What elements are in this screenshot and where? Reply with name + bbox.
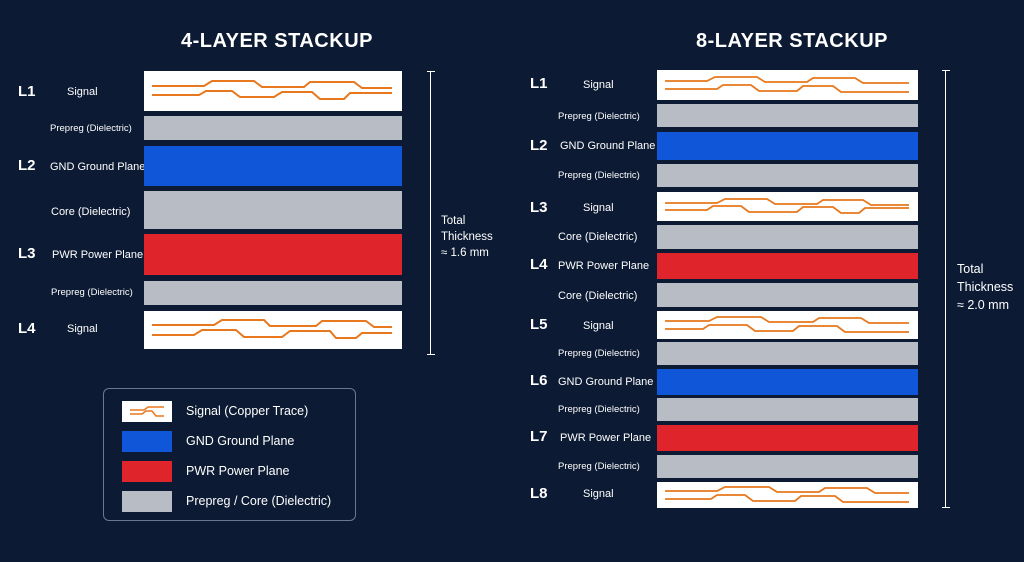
layer-id-l4: L4 [530,256,548,273]
legend-label: GND Ground Plane [186,434,295,448]
layer-label: Prepreg (Dielectric) [50,123,132,134]
layer-label: Signal [583,488,614,500]
signal-layer-bar [144,311,402,349]
legend-swatch-dielectric [122,491,172,512]
layer-id-l1: L1 [530,75,548,92]
legend-label: PWR Power Plane [186,464,290,478]
dielectric-layer-bar [657,455,918,478]
thickness-value: ≈ 2.0 mm [957,298,1010,312]
layer-label: Signal [67,323,98,335]
dielectric-layer-bar [657,104,918,127]
layer-id-l5: L5 [530,316,548,333]
gnd-layer-bar [144,146,402,186]
layer-id-l4: L4 [18,320,36,337]
layer-label: GND Ground Plane [50,161,146,173]
signal-layer-bar [657,482,918,508]
layer-label: Prepreg (Dielectric) [558,461,640,472]
thickness-bracket [942,70,950,508]
layer-label: GND Ground Plane [560,140,656,152]
dielectric-layer-bar [144,191,402,229]
layer-label: Signal [583,79,614,91]
thickness-label-line2: Thickness [957,280,1014,294]
dielectric-layer-bar [657,225,918,249]
pwr-layer-bar [144,234,402,275]
layer-label: PWR Power Plane [52,249,144,261]
thickness-bracket [427,71,435,355]
layer-id-l3: L3 [18,245,36,262]
stackup-8-title: 8-LAYER STACKUP [696,30,888,52]
legend-label: Signal (Copper Trace) [186,404,309,418]
thickness-label-line1: Total [441,215,466,227]
legend-label: Prepreg / Core (Dielectric) [186,494,332,508]
stackup-4-title: 4-LAYER STACKUP [181,30,373,52]
gnd-layer-bar [657,132,918,160]
layer-label: PWR Power Plane [560,432,652,444]
dielectric-layer-bar [657,398,918,421]
dielectric-layer-bar [144,116,402,140]
layer-label: PWR Power Plane [558,260,650,272]
pwr-layer-bar [657,425,918,451]
layer-label: GND Ground Plane [558,376,654,388]
layer-label: Signal [67,86,98,98]
layer-id-l8: L8 [530,485,548,502]
layer-label: Core (Dielectric) [558,231,638,243]
layer-label: Prepreg (Dielectric) [558,170,640,181]
dielectric-layer-bar [657,164,918,187]
legend-swatch-signal [122,401,172,422]
layer-label: Prepreg (Dielectric) [558,111,640,122]
signal-layer-bar [144,71,402,111]
layer-label: Prepreg (Dielectric) [51,287,133,298]
layer-label: Core (Dielectric) [51,206,131,218]
dielectric-layer-bar [657,342,918,365]
layer-id-l6: L6 [530,372,548,389]
layer-id-l3: L3 [530,199,548,216]
legend-swatch-gnd [122,431,172,452]
thickness-value: ≈ 1.6 mm [441,247,489,259]
layer-id-l7: L7 [530,428,548,445]
layer-label: Signal [583,202,614,214]
gnd-layer-bar [657,369,918,395]
layer-label: Core (Dielectric) [558,290,638,302]
pwr-layer-bar [657,253,918,279]
dielectric-layer-bar [144,281,402,305]
legend: Signal (Copper Trace) GND Ground Plane P… [103,388,356,521]
thickness-label-line2: Thickness [441,231,493,243]
signal-layer-bar [657,70,918,100]
layer-id-l2: L2 [530,137,548,154]
signal-layer-bar [657,192,918,221]
legend-swatch-pwr [122,461,172,482]
thickness-label-line1: Total [957,262,984,276]
layer-label: Signal [583,320,614,332]
layer-label: Prepreg (Dielectric) [558,348,640,359]
dielectric-layer-bar [657,283,918,307]
layer-id-l2: L2 [18,157,36,174]
layer-id-l1: L1 [18,83,36,100]
signal-layer-bar [657,311,918,339]
layer-label: Prepreg (Dielectric) [558,404,640,415]
